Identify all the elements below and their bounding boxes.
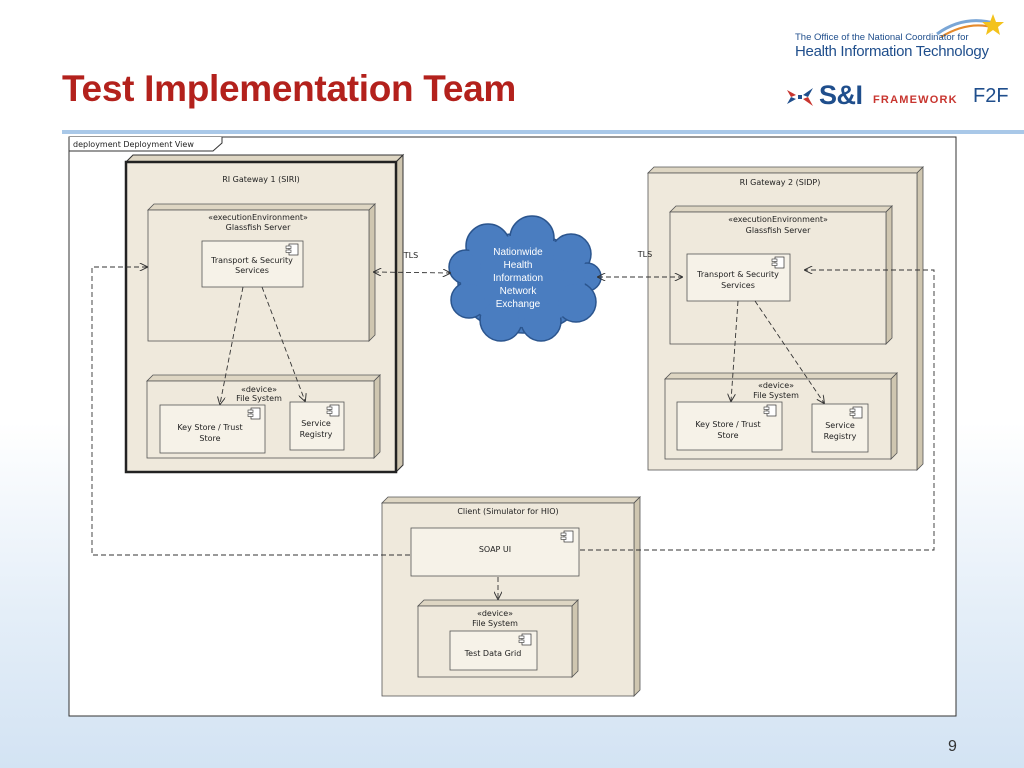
client-soap-label: SOAP UI [479, 545, 511, 554]
cloud-label-line5: Exchange [496, 299, 541, 310]
gateway2-keystore-component: Key Store / Trust Store [676, 401, 783, 451]
arrows-converge-icon [787, 88, 813, 106]
gateway2-keystore-line2: Store [717, 431, 738, 440]
gateway2-keystore-line1: Key Store / Trust [695, 420, 760, 429]
client-soap-component: SOAP UI [410, 527, 580, 577]
gateway2-transport-component: Transport & Security Services [686, 253, 791, 302]
tls-label-right: TLS [637, 250, 652, 259]
gateway1-node: RI Gateway 1 (SIRI) «executionEnvironmen… [124, 153, 405, 474]
gateway1-registry-line1: Service [301, 419, 331, 428]
gateway2-registry-component: Service Registry [811, 403, 869, 453]
gateway1-dep-registry [261, 286, 305, 401]
gateway1-keystore-line2: Store [199, 434, 220, 443]
gateway1-env-stereotype: «executionEnvironment» [208, 213, 308, 222]
gateway2-env-stereotype: «executionEnvironment» [728, 215, 828, 224]
component-icon [518, 633, 532, 646]
gateway1-title: RI Gateway 1 (SIRI) [222, 175, 300, 184]
gateway1-keystore-component: Key Store / Trust Store [159, 404, 266, 454]
gateway2-registry-line1: Service [825, 421, 855, 430]
cloud-label-line4: Network [500, 286, 538, 297]
tls-connection-left [374, 272, 450, 273]
gateway2-dep-registry [754, 300, 824, 403]
si-logo-f2f: F2F [973, 85, 1009, 107]
onc-logo-line2: Health Information Technology [795, 43, 989, 60]
star-swoosh-icon [936, 14, 1004, 38]
component-icon [247, 407, 261, 420]
client-device-name: File System [472, 619, 518, 628]
si-logo-framework: FRAMEWORK [873, 94, 958, 106]
client-testdata-label: Test Data Grid [464, 649, 522, 658]
component-icon [763, 404, 777, 417]
gateway1-dep-keystore [220, 286, 244, 404]
gateway2-env-name: Glassfish Server [746, 226, 811, 235]
client-to-gateway2-connector [580, 270, 935, 551]
slide-title: Test Implementation Team [62, 68, 517, 109]
onc-logo: The Office of the National Coordinator f… [795, 12, 1010, 62]
gateway1-transport-line2: Services [235, 266, 269, 275]
client-testdata-component: Test Data Grid [449, 630, 538, 671]
component-icon [285, 243, 299, 256]
gateway2-device-stereotype: «device» [758, 381, 794, 390]
gateway1-device-name: File System [236, 394, 282, 403]
component-icon [771, 256, 785, 269]
gateway1-env-name: Glassfish Server [226, 223, 291, 232]
gateway2-transport-line2: Services [721, 281, 755, 290]
gateway2-transport-line1: Transport & Security [696, 270, 779, 279]
component-icon [849, 406, 863, 419]
gateway2-dep-keystore [731, 300, 739, 401]
client-title: Client (Simulator for HIO) [457, 507, 558, 516]
gateway1-registry-line2: Registry [300, 430, 333, 439]
gateway1-device-stereotype: «device» [241, 385, 277, 394]
page-number: 9 [948, 738, 957, 755]
gateway1-registry-component: Service Registry [289, 401, 345, 451]
frame-tab-label: deployment Deployment View [73, 140, 194, 149]
title-rule [62, 130, 1024, 134]
client-node: Client (Simulator for HIO) SOAP UI «devi… [381, 496, 641, 697]
component-icon [560, 530, 574, 543]
gateway1-transport-line1: Transport & Security [210, 256, 293, 265]
onc-logo-line1: The Office of the National Coordinator f… [795, 32, 969, 43]
tls-label-left: TLS [403, 251, 418, 260]
gateway1-transport-component: Transport & Security Services [201, 240, 304, 288]
nhin-cloud-icon: Nationwide Health Information Network Ex… [448, 215, 602, 342]
si-framework-logo: S&I FRAMEWORK F2F [785, 80, 1020, 112]
si-logo-main: S&I [819, 80, 863, 110]
cloud-label-line3: Information [493, 273, 543, 284]
cloud-label-line2: Health [504, 260, 533, 271]
component-icon [326, 404, 340, 417]
cloud-label-line1: Nationwide [493, 247, 543, 258]
client-to-gateway1-connector [91, 267, 410, 556]
gateway2-node: RI Gateway 2 (SIDP) «executionEnvironmen… [647, 166, 924, 471]
gateway2-device-name: File System [753, 391, 799, 400]
client-device-stereotype: «device» [477, 609, 513, 618]
gateway2-registry-line2: Registry [824, 432, 857, 441]
gateway1-keystore-line1: Key Store / Trust [177, 423, 242, 432]
gateway2-title: RI Gateway 2 (SIDP) [740, 178, 821, 187]
